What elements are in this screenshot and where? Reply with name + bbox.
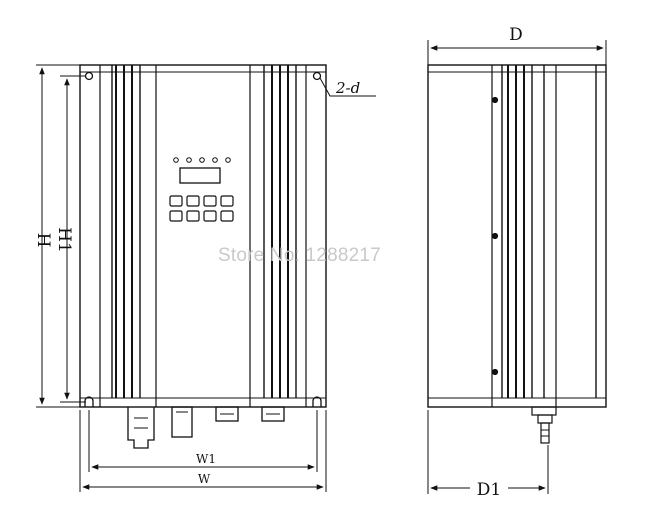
cable-gland-2 (261, 406, 285, 422)
mounting-slot-bottom-right (312, 396, 322, 407)
label-H: H (33, 233, 53, 248)
side-view (427, 64, 607, 444)
keypad-buttons (169, 195, 234, 222)
connector-terminal-1 (127, 407, 155, 449)
label-W: W (198, 472, 211, 486)
label-H1: H1 (54, 227, 74, 253)
bottom-connectors (127, 406, 285, 449)
cable-gland-1 (215, 406, 239, 422)
side-screw-top (491, 96, 499, 104)
side-dimensions (427, 40, 607, 494)
side-bottom-connector (531, 406, 557, 444)
hole-callout-leader (319, 77, 376, 97)
side-heatsink-fins (491, 65, 597, 407)
left-heatsink-fins (99, 65, 157, 407)
label-D: D (509, 25, 523, 45)
label-D1: D1 (477, 480, 501, 500)
mounting-hole-top-right (312, 71, 322, 81)
front-body-outline (79, 64, 327, 408)
front-dimensions (36, 64, 376, 492)
mounting-hole-top-left (84, 71, 94, 81)
indicator-leds (173, 157, 231, 163)
label-hole-callout: 2-d (335, 79, 360, 97)
lcd-display (179, 167, 221, 184)
right-heatsink-fins (249, 65, 307, 407)
store-watermark: Store No: 1288217 (218, 245, 381, 266)
side-screw-bottom (491, 368, 499, 376)
label-W1: W1 (196, 452, 216, 466)
mounting-slot-bottom-left (84, 396, 94, 407)
front-view (79, 64, 327, 449)
side-screw-middle (491, 232, 499, 240)
connector-terminal-2 (171, 406, 193, 438)
